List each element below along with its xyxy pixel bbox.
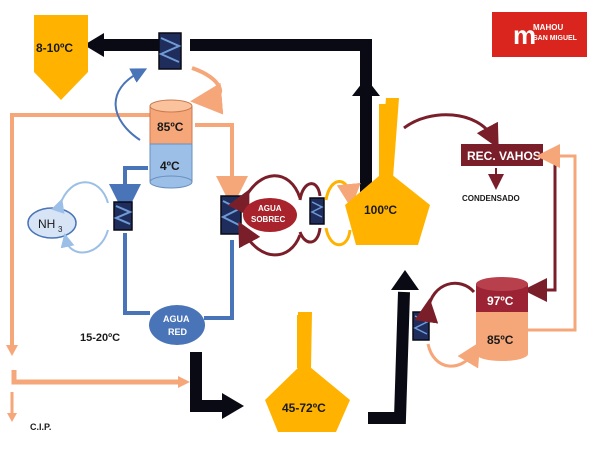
agua-sobrec-node: AGUA SOBREC [243,198,297,232]
brand-name-line2: SAN MIGUEL [533,35,578,42]
cip-arrow-down-2 [7,413,17,422]
salmon-flow-top [190,66,224,115]
tank-top-left: 8-10ºC [34,15,88,100]
nh3-label: NH [38,217,55,231]
tank-cold-temp: 4ºC [160,159,180,173]
heat-exchanger-right [412,311,430,341]
tank-right-bottom-temp: 85ºC [487,333,514,347]
nh3-loop-top [51,181,109,214]
tank-hot-temp: 85ºC [157,120,184,134]
heat-exchanger-nh3 [113,201,133,231]
blue-flow-down [123,233,150,315]
cip-label: C.I.P. [30,422,51,432]
nh3-sub: 3 [58,225,63,234]
right-loop-bottom [426,341,481,369]
agua-red-node: AGUA RED [149,305,205,345]
sobrec-loop-left [227,174,302,217]
salmon-flow-right [195,123,248,208]
condensado-label: CONDENSADO [462,194,520,203]
nh3-node: NH 3 [27,207,77,239]
dark-arrow-head-up [352,78,380,96]
bottom-dark-flows [190,291,410,424]
rec-vahos-box: REC. VAHOS [461,144,543,166]
orange-loop-bottom [324,227,352,247]
blue-flow-left [109,166,148,216]
nh3-loop-bottom [60,229,109,254]
heat-exchanger-middle [220,195,242,235]
heat-exchanger-sobrec [309,197,325,225]
tank-bottom-center-temp: 45-72ºC [282,401,326,415]
blue-flow-up [204,240,234,320]
brand-logo: m MAHOU SAN MIGUEL [492,12,587,57]
cip-arrow-right [178,376,190,388]
agua-red-label-2: RED [168,327,188,337]
maroon-flow-down [523,154,557,302]
dark-arrow-head-left [84,33,104,57]
tank-hot-cold: 85ºC 4ºC [149,99,193,189]
agua-sobrec-label-1: AGUA [258,204,282,213]
sobrec-loop-mid-top [298,182,322,201]
agua-sobrec-label-2: SOBREC [251,215,285,224]
tank-right-top-temp: 97ºC [487,294,514,308]
svg-text:m: m [513,20,536,50]
tank-right: 97ºC 85ºC [476,277,528,361]
cip-lines [10,113,180,418]
heat-exchanger-top [158,32,182,70]
maroon-flow-to-rec [403,113,499,149]
main-dark-flow [100,39,372,195]
dark-arrow-head-up-right [391,270,419,290]
sobrec-loop-mid-bottom [298,227,322,244]
brand-name-line1: MAHOU [533,23,563,32]
agua-red-label-1: AGUA [163,314,190,324]
cip-arrow-down-1 [6,345,18,356]
tank-center-temp: 100ºC [364,203,397,217]
tank-bottom-center: 45-72ºC [265,312,350,432]
blue-flow-top [114,68,148,141]
right-loop-top [414,281,476,324]
tank-top-left-temp: 8-10ºC [36,41,73,55]
dark-arrow-head-right [222,393,244,419]
orange-loop-top [324,180,361,208]
sobrec-loop-left-bottom [238,221,302,257]
salmon-return [528,144,577,332]
temp-left-label: 15-20ºC [80,332,120,344]
rec-vahos-label: REC. VAHOS [467,149,541,163]
tank-center: 100ºC [345,98,430,245]
